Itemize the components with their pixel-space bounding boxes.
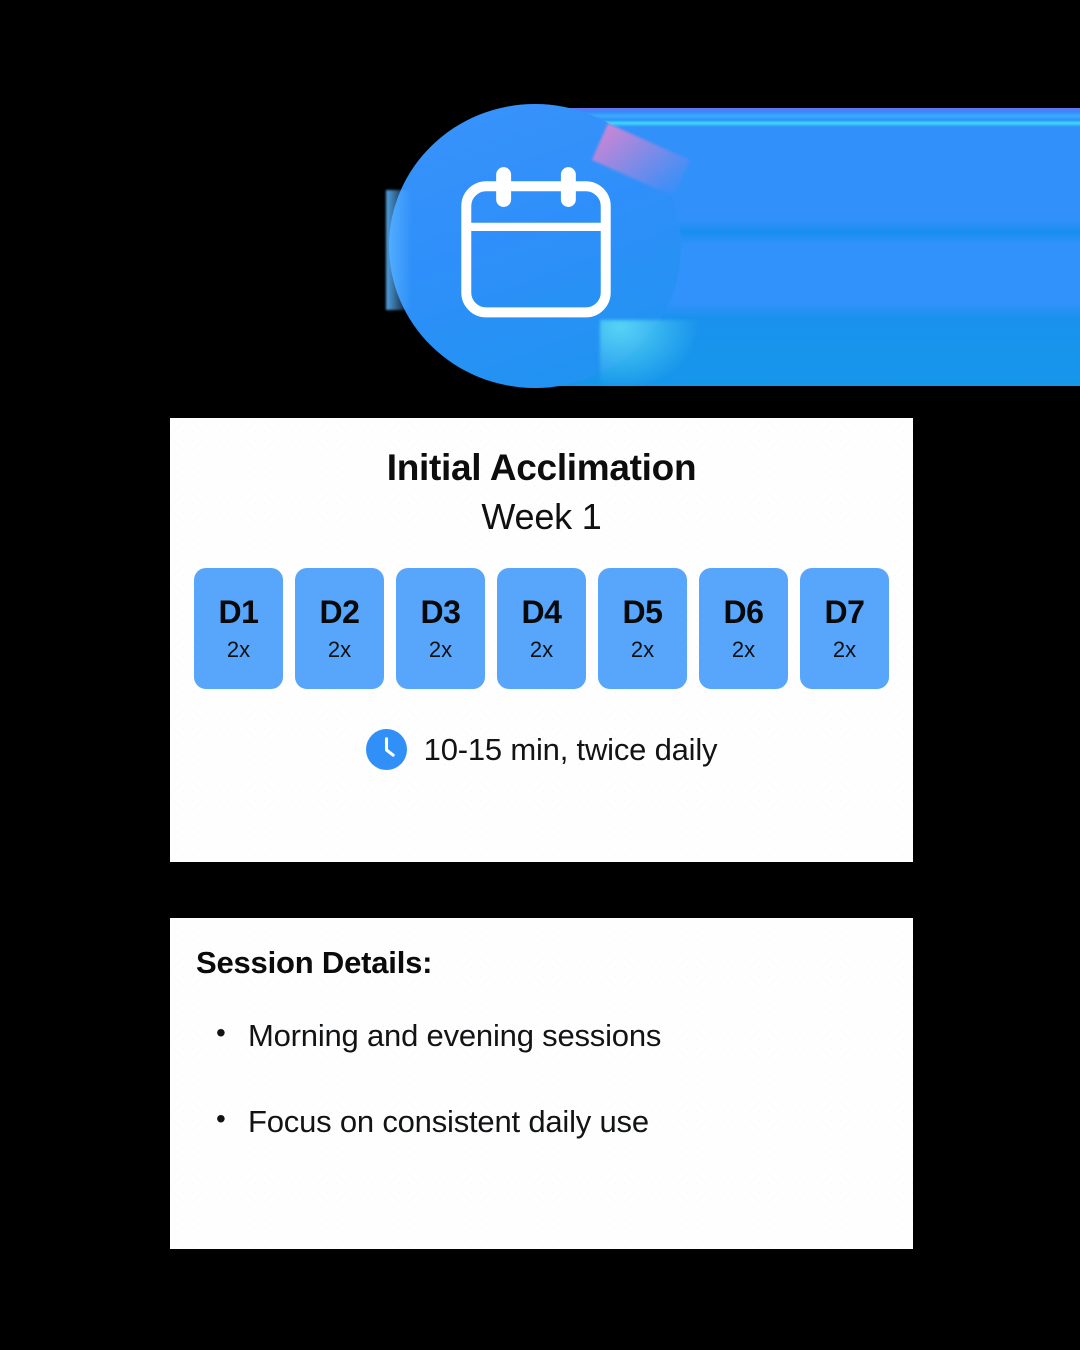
day-chip-d6[interactable]: D6 2x bbox=[699, 568, 788, 690]
day-chip-d5[interactable]: D5 2x bbox=[598, 568, 687, 690]
list-item: Morning and evening sessions bbox=[216, 1015, 913, 1056]
day-chip-d4[interactable]: D4 2x bbox=[497, 568, 586, 690]
day-chip-d3[interactable]: D3 2x bbox=[396, 568, 485, 690]
session-details-heading: Session Details: bbox=[196, 945, 433, 980]
schedule-card: Initial Acclimation Week 1 D1 2x D2 2x D… bbox=[170, 418, 913, 862]
day-chip-label: D7 bbox=[824, 594, 865, 631]
day-chip-row: D1 2x D2 2x D3 2x D4 2x D5 2x D6 2x D7 2… bbox=[170, 568, 913, 690]
day-chip-label: D4 bbox=[521, 594, 562, 631]
page-subtitle: Week 1 bbox=[481, 495, 602, 537]
day-chip-frequency: 2x bbox=[529, 637, 554, 663]
day-chip-label: D6 bbox=[723, 594, 764, 631]
day-chip-label: D1 bbox=[218, 594, 259, 631]
page-title: Initial Acclimation bbox=[386, 447, 697, 488]
duration-label: 10-15 min, twice daily bbox=[423, 732, 718, 768]
day-chip-d7[interactable]: D7 2x bbox=[800, 568, 889, 690]
day-chip-frequency: 2x bbox=[226, 637, 251, 663]
day-chip-frequency: 2x bbox=[428, 637, 453, 663]
clock-icon bbox=[365, 729, 407, 771]
day-chip-frequency: 2x bbox=[832, 637, 857, 663]
day-chip-frequency: 2x bbox=[327, 637, 352, 663]
day-chip-label: D2 bbox=[319, 594, 360, 631]
calendar-icon bbox=[461, 167, 611, 318]
day-chip-frequency: 2x bbox=[731, 637, 756, 663]
day-chip-d2[interactable]: D2 2x bbox=[295, 568, 384, 690]
duration-row: 10-15 min, twice daily bbox=[170, 729, 913, 771]
hero-banner bbox=[0, 0, 1080, 410]
session-details-card: Session Details: Morning and evening ses… bbox=[170, 918, 913, 1249]
day-chip-frequency: 2x bbox=[630, 637, 655, 663]
list-item: Focus on consistent daily use bbox=[216, 1101, 913, 1142]
hero-fringe-left bbox=[386, 190, 412, 310]
hero-fringe-bottom bbox=[600, 320, 700, 390]
day-chip-label: D3 bbox=[420, 594, 461, 631]
session-details-list: Morning and evening sessions Focus on co… bbox=[170, 981, 913, 1142]
day-chip-d1[interactable]: D1 2x bbox=[194, 568, 283, 690]
day-chip-label: D5 bbox=[622, 594, 663, 631]
